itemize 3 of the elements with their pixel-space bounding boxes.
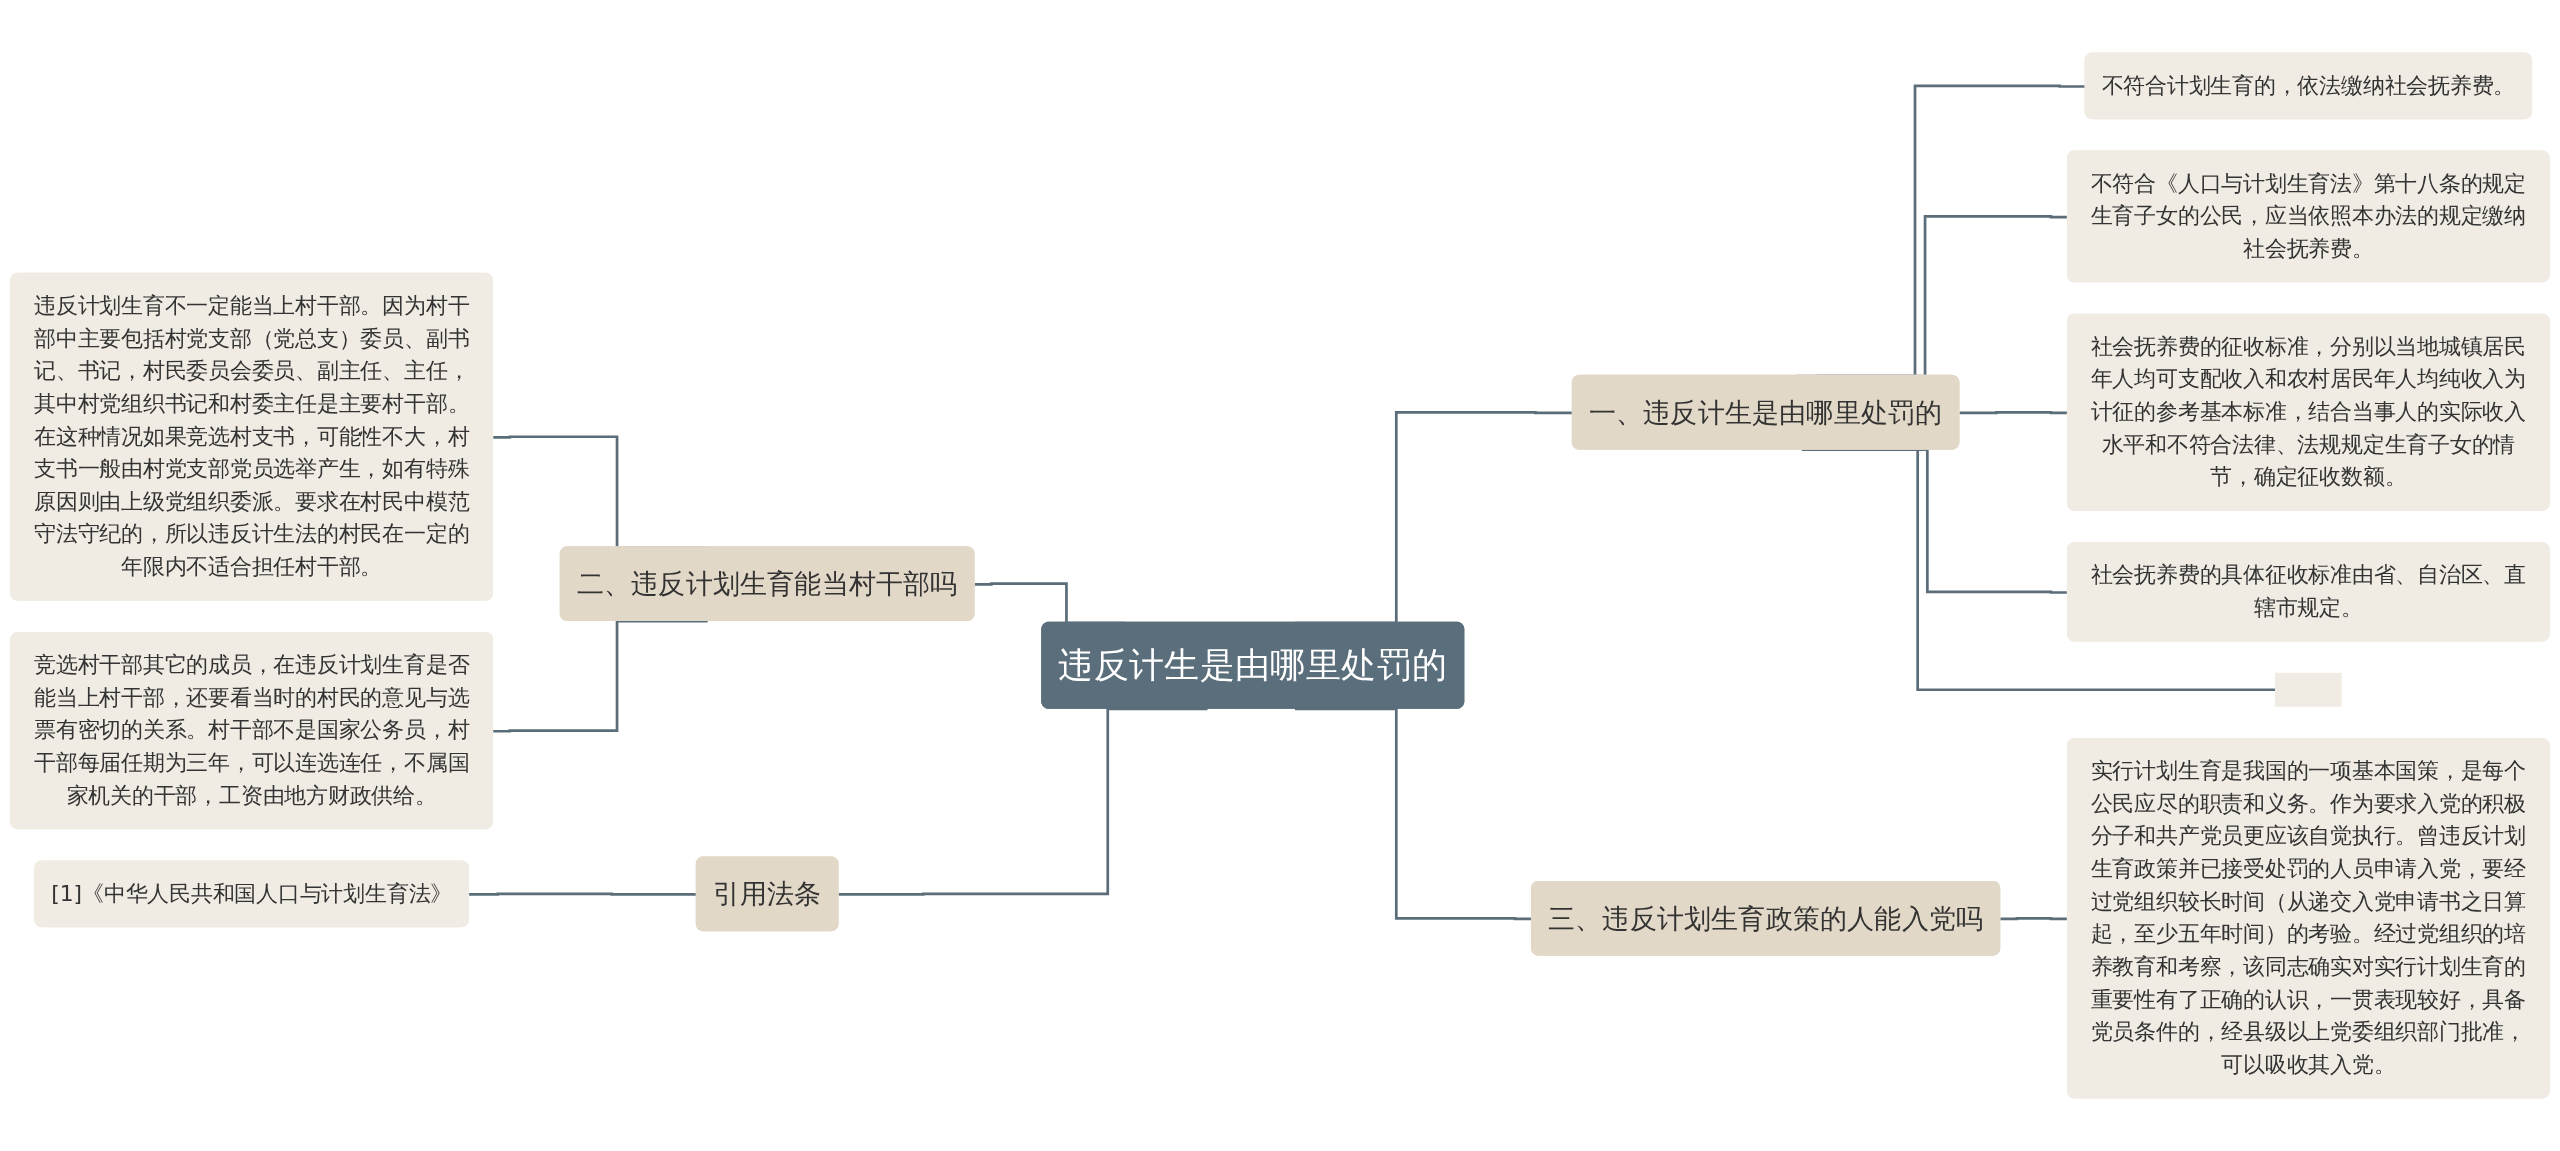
node-box bbox=[2275, 672, 2342, 707]
connector bbox=[493, 619, 708, 733]
connector bbox=[838, 707, 1208, 896]
